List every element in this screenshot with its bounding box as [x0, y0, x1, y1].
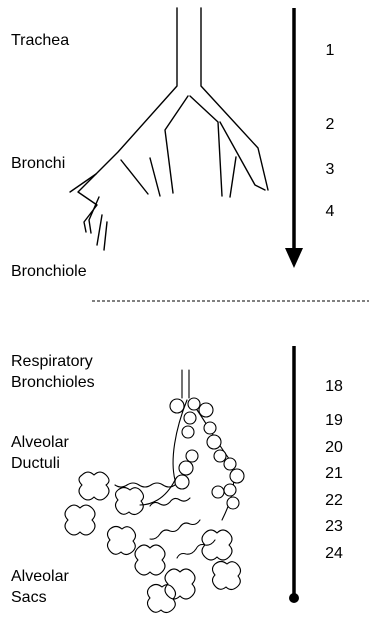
- alveolus: [230, 469, 244, 483]
- left-lobar-bronchus-upper: [70, 174, 96, 192]
- alveolus: [179, 461, 193, 475]
- sac-cluster-right-lower: [213, 562, 241, 590]
- duct-wave-right: [150, 520, 200, 539]
- alveolus: [224, 458, 236, 470]
- generation-number: 3: [319, 161, 341, 179]
- arrow-head: [285, 248, 303, 268]
- alveolus: [188, 398, 200, 410]
- label-alveolar-sacs-line1: Alveolar: [11, 566, 69, 587]
- conducting-airway-tree: [70, 8, 268, 250]
- alveolus: [207, 435, 221, 449]
- trachea-left-wall: [78, 8, 177, 232]
- generation-number: 18: [323, 378, 345, 396]
- right-main-bronchus-inner: [220, 122, 265, 190]
- sac-cluster-mid-upper: [116, 488, 144, 515]
- alveolus: [224, 484, 236, 496]
- lower-generation-bar: [289, 346, 299, 603]
- generation-number: 4: [319, 203, 341, 221]
- alveolus: [170, 399, 184, 413]
- alveolus: [184, 412, 196, 424]
- label-alveolar-sacs-line2: Sacs: [11, 587, 47, 608]
- alveolus: [175, 475, 189, 489]
- alveolus: [182, 426, 194, 438]
- inner-fork-left: [121, 160, 148, 194]
- inner-fork-right: [190, 96, 222, 196]
- inner-fork-middle: [165, 96, 188, 193]
- generation-number: 23: [323, 518, 345, 536]
- sac-cluster-bottom-mid: [165, 569, 195, 599]
- duct-wave-mid: [150, 498, 190, 506]
- alveolus: [199, 403, 213, 417]
- sac-cluster-left-mid: [65, 505, 95, 535]
- generation-number: 20: [323, 439, 345, 457]
- generation-number: 1: [319, 42, 341, 60]
- sac-cluster-mid: [108, 527, 136, 555]
- label-respiratory-line1: Respiratory: [11, 351, 93, 372]
- generation-number: 24: [323, 545, 345, 563]
- right-segment-branch: [230, 157, 236, 197]
- generation-number: 21: [323, 465, 345, 483]
- generation-number: 2: [319, 116, 341, 134]
- label-trachea: Trachea: [11, 30, 69, 51]
- bar-end-dot: [289, 593, 299, 603]
- sac-cluster-left-upper: [79, 472, 109, 500]
- alveoli: [170, 398, 244, 509]
- alveolus: [212, 486, 224, 498]
- label-bronchiole: Bronchiole: [11, 261, 87, 282]
- alveolus: [186, 450, 198, 462]
- duct-wave-left: [115, 483, 175, 487]
- generation-number: 19: [323, 412, 345, 430]
- sac-cluster-bottom-left: [135, 545, 165, 575]
- label-respiratory-line2: Bronchioles: [11, 372, 95, 393]
- alveolus: [214, 450, 226, 462]
- bronchiole-stub-1: [97, 215, 102, 245]
- bronchiole-stub-2: [104, 222, 107, 250]
- duct-wave-lower: [177, 540, 215, 558]
- label-alveolar-ductuli-line1: Alveolar: [11, 432, 69, 453]
- alveolus: [227, 497, 239, 509]
- upper-generation-arrow: [285, 8, 303, 268]
- generation-number: 22: [323, 492, 345, 510]
- label-bronchi: Bronchi: [11, 153, 65, 174]
- label-alveolar-ductuli-line2: Ductuli: [11, 453, 60, 474]
- alveolus: [204, 422, 216, 434]
- left-segment-branch: [150, 158, 160, 196]
